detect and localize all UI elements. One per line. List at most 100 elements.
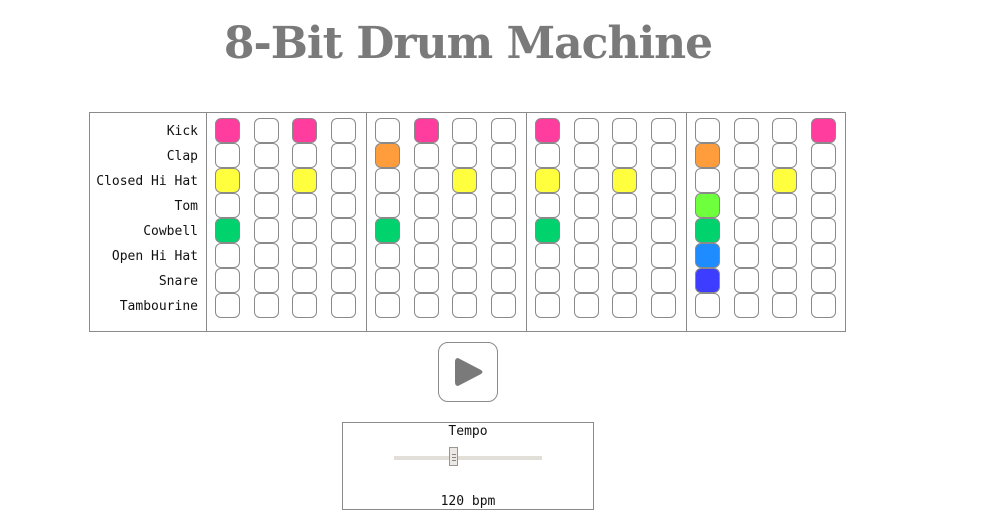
step-pad[interactable] — [414, 143, 439, 168]
step-pad[interactable] — [772, 243, 797, 268]
step-pad[interactable] — [574, 168, 599, 193]
step-pad[interactable] — [491, 168, 516, 193]
step-pad[interactable] — [612, 168, 637, 193]
step-pad[interactable] — [734, 268, 759, 293]
step-pad[interactable] — [695, 293, 720, 318]
step-pad[interactable] — [651, 193, 676, 218]
step-pad[interactable] — [811, 293, 836, 318]
step-pad[interactable] — [215, 118, 240, 143]
step-pad[interactable] — [254, 118, 279, 143]
step-pad[interactable] — [375, 143, 400, 168]
tempo-slider-track[interactable] — [394, 456, 542, 460]
step-pad[interactable] — [331, 268, 356, 293]
step-pad[interactable] — [215, 218, 240, 243]
step-pad[interactable] — [734, 243, 759, 268]
step-pad[interactable] — [772, 218, 797, 243]
step-pad[interactable] — [215, 243, 240, 268]
step-pad[interactable] — [375, 243, 400, 268]
step-pad[interactable] — [811, 268, 836, 293]
step-pad[interactable] — [574, 243, 599, 268]
step-pad[interactable] — [215, 268, 240, 293]
step-pad[interactable] — [414, 243, 439, 268]
step-pad[interactable] — [292, 268, 317, 293]
step-pad[interactable] — [292, 193, 317, 218]
step-pad[interactable] — [612, 268, 637, 293]
step-pad[interactable] — [811, 218, 836, 243]
step-pad[interactable] — [535, 218, 560, 243]
step-pad[interactable] — [695, 193, 720, 218]
step-pad[interactable] — [215, 193, 240, 218]
step-pad[interactable] — [772, 168, 797, 193]
step-pad[interactable] — [331, 293, 356, 318]
step-pad[interactable] — [574, 118, 599, 143]
step-pad[interactable] — [535, 243, 560, 268]
step-pad[interactable] — [215, 168, 240, 193]
step-pad[interactable] — [254, 218, 279, 243]
step-pad[interactable] — [215, 143, 240, 168]
step-pad[interactable] — [254, 193, 279, 218]
step-pad[interactable] — [331, 218, 356, 243]
step-pad[interactable] — [535, 168, 560, 193]
step-pad[interactable] — [331, 168, 356, 193]
step-pad[interactable] — [292, 143, 317, 168]
step-pad[interactable] — [535, 268, 560, 293]
step-pad[interactable] — [452, 193, 477, 218]
step-pad[interactable] — [491, 143, 516, 168]
tempo-slider-thumb[interactable] — [449, 447, 458, 466]
step-pad[interactable] — [491, 118, 516, 143]
step-pad[interactable] — [612, 193, 637, 218]
step-pad[interactable] — [535, 118, 560, 143]
step-pad[interactable] — [734, 293, 759, 318]
step-pad[interactable] — [491, 218, 516, 243]
step-pad[interactable] — [695, 168, 720, 193]
step-pad[interactable] — [414, 218, 439, 243]
step-pad[interactable] — [651, 293, 676, 318]
step-pad[interactable] — [734, 193, 759, 218]
step-pad[interactable] — [612, 243, 637, 268]
step-pad[interactable] — [734, 218, 759, 243]
step-pad[interactable] — [254, 168, 279, 193]
step-pad[interactable] — [574, 293, 599, 318]
step-pad[interactable] — [695, 243, 720, 268]
step-pad[interactable] — [292, 293, 317, 318]
step-pad[interactable] — [375, 168, 400, 193]
step-pad[interactable] — [491, 243, 516, 268]
step-pad[interactable] — [811, 143, 836, 168]
step-pad[interactable] — [254, 268, 279, 293]
step-pad[interactable] — [375, 118, 400, 143]
step-pad[interactable] — [452, 143, 477, 168]
step-pad[interactable] — [452, 218, 477, 243]
step-pad[interactable] — [772, 268, 797, 293]
step-pad[interactable] — [414, 168, 439, 193]
step-pad[interactable] — [414, 268, 439, 293]
step-pad[interactable] — [811, 118, 836, 143]
step-pad[interactable] — [491, 293, 516, 318]
step-pad[interactable] — [414, 293, 439, 318]
step-pad[interactable] — [612, 118, 637, 143]
step-pad[interactable] — [651, 218, 676, 243]
step-pad[interactable] — [414, 118, 439, 143]
step-pad[interactable] — [535, 193, 560, 218]
step-pad[interactable] — [651, 243, 676, 268]
step-pad[interactable] — [811, 168, 836, 193]
step-pad[interactable] — [772, 118, 797, 143]
step-pad[interactable] — [375, 193, 400, 218]
step-pad[interactable] — [734, 118, 759, 143]
step-pad[interactable] — [695, 218, 720, 243]
step-pad[interactable] — [452, 243, 477, 268]
step-pad[interactable] — [574, 193, 599, 218]
step-pad[interactable] — [734, 143, 759, 168]
step-pad[interactable] — [811, 193, 836, 218]
step-pad[interactable] — [734, 168, 759, 193]
step-pad[interactable] — [292, 243, 317, 268]
step-pad[interactable] — [254, 243, 279, 268]
step-pad[interactable] — [612, 293, 637, 318]
step-pad[interactable] — [292, 218, 317, 243]
step-pad[interactable] — [254, 143, 279, 168]
step-pad[interactable] — [292, 168, 317, 193]
step-pad[interactable] — [254, 293, 279, 318]
step-pad[interactable] — [215, 293, 240, 318]
step-pad[interactable] — [772, 293, 797, 318]
step-pad[interactable] — [535, 143, 560, 168]
step-pad[interactable] — [452, 268, 477, 293]
